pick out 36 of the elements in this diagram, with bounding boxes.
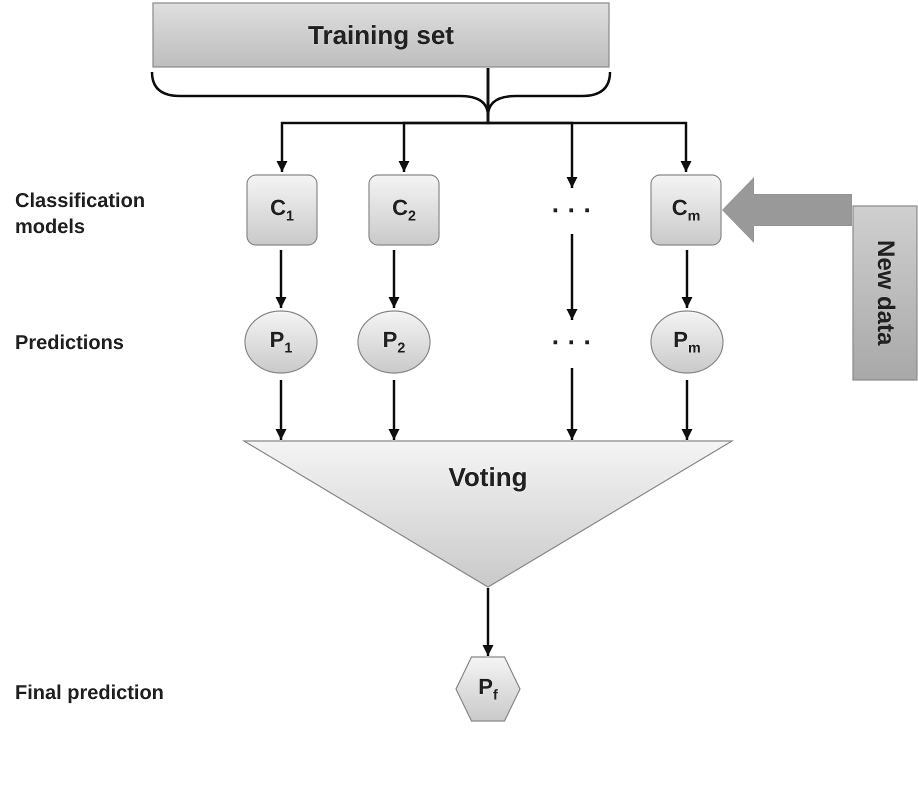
arrow: [566, 234, 578, 320]
ellipsis-text: · · ·: [552, 329, 592, 355]
prediction-ellipse: [650, 310, 724, 374]
node-label: C$_{2}$: [392, 195, 416, 225]
row-label: Classification models: [15, 189, 146, 240]
process-box: [152, 2, 610, 68]
node-label: C$_{m}$: [672, 195, 700, 225]
voting-funnel: [243, 440, 733, 588]
arrow: [482, 588, 494, 656]
node-label: Voting: [448, 462, 528, 493]
ellipsis-text: · · ·: [552, 197, 592, 223]
node-label: C$_{1}$: [270, 195, 294, 225]
row-label: Final prediction: [15, 681, 165, 706]
arrow: [388, 380, 400, 440]
node-label: P$_{m}$: [673, 327, 701, 357]
row-label: Predictions: [15, 331, 125, 356]
arrow: [486, 68, 692, 172]
arrow: [681, 250, 693, 308]
prediction-ellipse: [357, 310, 431, 374]
block-arrow: [722, 177, 852, 243]
model-box: [368, 174, 440, 246]
arrow: [566, 368, 578, 440]
arrow: [275, 250, 287, 308]
node-label: New data: [871, 240, 899, 346]
arrow: [275, 380, 287, 440]
node-label: Training set: [308, 20, 454, 50]
arrow: [681, 380, 693, 440]
model-box: [650, 174, 722, 246]
final-prediction-hexagon: [455, 656, 521, 722]
input-box: [852, 205, 918, 381]
node-label: P$_{f}$: [478, 674, 498, 704]
node-label: P$_{1}$: [270, 327, 292, 357]
prediction-ellipse: [244, 310, 318, 374]
arrow: [388, 250, 400, 308]
node-label: P$_{2}$: [382, 327, 406, 357]
model-box: [246, 174, 318, 246]
